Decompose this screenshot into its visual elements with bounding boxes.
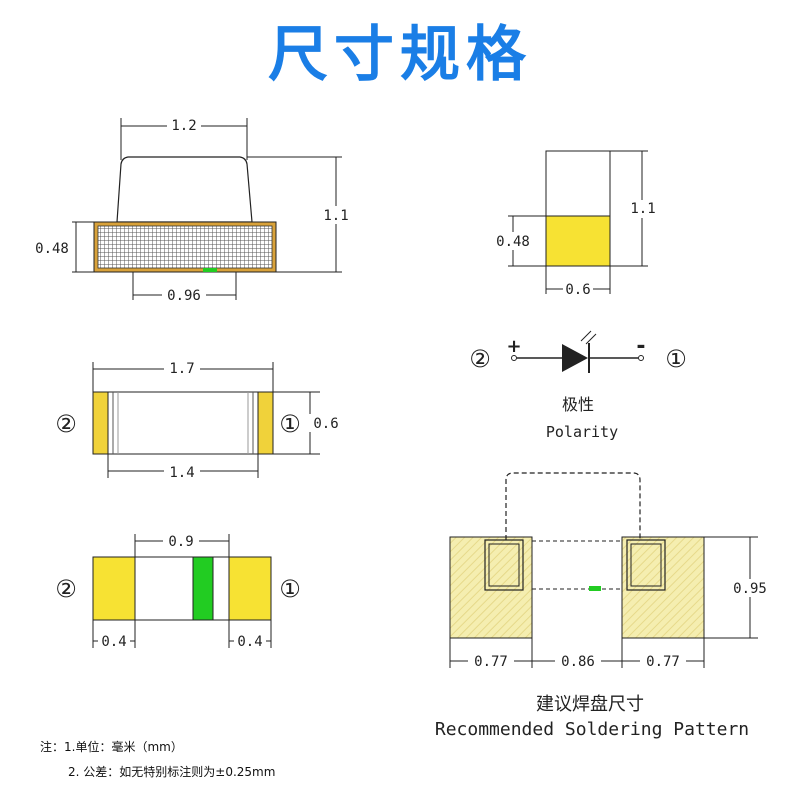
- top-view-pad-left: [92, 391, 109, 455]
- component-terminal-right-inner: [630, 543, 662, 587]
- bottom-view: 0.9 0.4 0.4 ② ①: [55, 532, 301, 650]
- end-view: 1.1 0.48 0.6: [493, 150, 660, 298]
- top-view-pin-left: ②: [55, 410, 77, 438]
- side-view-dim-bottom: 0.96: [167, 288, 201, 304]
- bottom-view-dim-top: 0.9: [168, 534, 193, 550]
- side-view: 1.2 1.1 0.48 0.96: [35, 116, 354, 304]
- polarity-pin-right: ①: [665, 345, 687, 373]
- side-view-dim-base-height: 0.48: [35, 241, 69, 257]
- top-view-dim-top: 1.7: [169, 361, 194, 377]
- bottom-view-pad-left: [92, 556, 136, 621]
- end-view-dim-height: 1.1: [630, 201, 655, 217]
- polarity-minus-sign: -: [636, 334, 645, 359]
- side-view-base-grid: [97, 225, 273, 269]
- polarity-plus-sign: +: [506, 336, 521, 357]
- solder-dim-right: 0.77: [646, 654, 680, 670]
- polarity-anode-terminal: [511, 355, 517, 361]
- end-view-dim-pad-height: 0.48: [496, 234, 530, 250]
- soldering-label-cn: 建议焊盘尺寸: [536, 694, 644, 715]
- solder-pad-left: [449, 536, 533, 639]
- polarity-diagram: ② ① + - 极性 Polarity: [469, 330, 687, 441]
- component-terminal-right: [626, 539, 666, 591]
- bottom-view-pad-right: [228, 556, 272, 621]
- top-view-pad-right: [257, 391, 274, 455]
- soldering-green-chip: [589, 586, 601, 591]
- solder-dim-height: 0.95: [733, 581, 767, 597]
- soldering-pattern: 0.95 0.77 0.86 0.77 建议焊盘尺寸 Recommended S…: [435, 472, 772, 740]
- side-view-dim-height: 1.1: [323, 208, 348, 224]
- top-view: 1.7 1.4 0.6 ② ①: [55, 360, 342, 481]
- side-view-chip: [203, 268, 217, 272]
- top-view-body: [92, 391, 274, 455]
- bottom-view-pin-right: ①: [279, 575, 301, 603]
- polarity-label-en: Polarity: [546, 423, 618, 441]
- page-title: 尺寸规格: [268, 20, 532, 90]
- polarity-pin-left: ②: [469, 345, 491, 373]
- note-line-1: 注：1.单位：毫米（mm）: [40, 740, 183, 754]
- bottom-view-pin-left: ②: [55, 575, 77, 603]
- side-view-dome: [116, 156, 253, 223]
- bottom-view-green-stripe: [192, 556, 214, 621]
- end-view-pad: [545, 215, 611, 267]
- bottom-view-dim-left: 0.4: [101, 634, 126, 650]
- component-outline: [505, 472, 641, 540]
- solder-pad-right: [621, 536, 705, 639]
- solder-dim-mid: 0.86: [561, 654, 595, 670]
- end-view-dim-width: 0.6: [565, 282, 590, 298]
- polarity-label-cn: 极性: [562, 395, 594, 414]
- diode-triangle-icon: [562, 344, 588, 372]
- polarity-cathode-terminal: [638, 355, 644, 361]
- side-view-dim-top: 1.2: [171, 118, 196, 134]
- top-view-dim-bottom: 1.4: [169, 465, 194, 481]
- bottom-view-dim-right: 0.4: [237, 634, 262, 650]
- solder-dim-left: 0.77: [474, 654, 508, 670]
- soldering-label-en: Recommended Soldering Pattern: [435, 719, 749, 740]
- component-terminal-left-inner: [488, 543, 520, 587]
- note-line-2: 2. 公差：如无特别标注则为±0.25mm: [68, 765, 276, 779]
- top-view-dim-height: 0.6: [313, 416, 338, 432]
- component-terminal-left: [484, 539, 524, 591]
- top-view-pin-right: ①: [279, 410, 301, 438]
